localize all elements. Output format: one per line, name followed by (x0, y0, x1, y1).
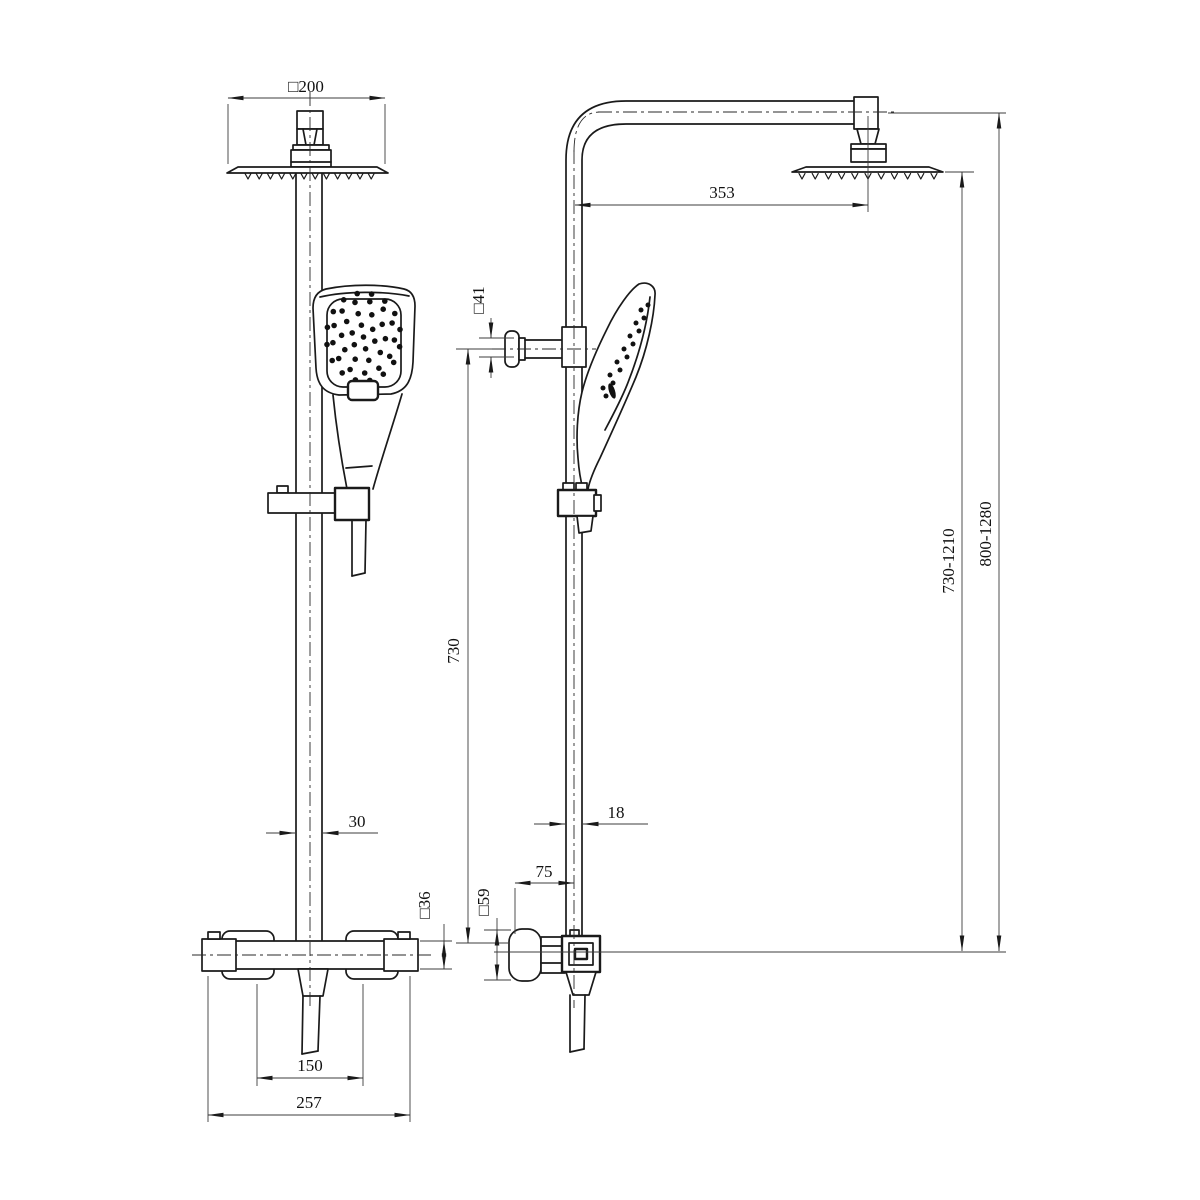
dim-valve-body-size: □36 (415, 891, 452, 970)
riser-pipe-side (565, 100, 855, 938)
dim-pipe-depth: 18 (534, 803, 648, 827)
hand-shower-holder-side (556, 482, 602, 534)
dim-label-arm-reach: 353 (709, 183, 735, 202)
dim-label-inlet-spacing: 150 (297, 1056, 323, 1075)
dim-wall-distance: 75 (514, 862, 575, 934)
dim-label-head-width: □200 (288, 77, 324, 96)
dim-label-escutcheon-size: □59 (474, 888, 493, 915)
hand-shower-holder-front (267, 485, 371, 522)
shower-arm-joint-side (850, 96, 887, 163)
dim-label-height-to-head: 730-1210 (939, 528, 958, 593)
dim-height-to-arm: 800-1280 (888, 112, 1006, 952)
side-view: 353 □41 730 18 75 (444, 96, 1006, 1053)
hand-shower-front (312, 284, 416, 490)
rain-shower-head-front (226, 166, 389, 180)
dim-head-width: □200 (227, 77, 386, 164)
dim-label-bracket-size: □41 (469, 286, 488, 313)
dim-escutcheon-size: □59 (474, 888, 511, 981)
dim-valve-width: 257 (207, 976, 411, 1122)
hand-shower-side (576, 282, 656, 490)
shower-rail-front (295, 172, 323, 942)
dim-label-valve-body-size: □36 (415, 891, 434, 918)
spray-nozzle-dots-side (600, 302, 651, 399)
ceiling-joint-front (290, 110, 332, 168)
hose-outlet (297, 968, 329, 997)
dim-label-valve-width: 257 (296, 1093, 322, 1112)
thermostatic-valve-side (508, 928, 602, 1053)
front-view: □200 30 □36 150 257 (192, 77, 452, 1122)
wall-escutcheon-side (508, 928, 542, 982)
nozzle-ticks-front (244, 172, 375, 180)
dim-label-pipe-depth: 18 (608, 803, 625, 822)
dim-height-to-head: 730-1210 (939, 171, 974, 952)
spray-mode-button (346, 379, 380, 402)
dim-arm-reach: 353 (574, 116, 869, 212)
dim-label-pipe-width-front: 30 (349, 812, 366, 831)
dim-rail-length: 730 (444, 348, 508, 944)
dim-inlet-spacing: 150 (256, 984, 364, 1086)
dim-label-rail-length: 730 (444, 638, 463, 664)
dim-label-height-to-arm: 800-1280 (976, 501, 995, 566)
dim-pipe-width-front: 30 (266, 812, 378, 836)
shower-hose-front (351, 519, 367, 577)
dim-bracket-size: □41 (469, 286, 514, 378)
spray-mode-button-side (608, 383, 616, 399)
valve-body-side (560, 934, 602, 974)
centerline-bend-side (573, 111, 601, 153)
hose-outlet-side (565, 971, 597, 996)
spray-nozzle-dots-front (324, 290, 403, 384)
rain-shower-head-side (791, 166, 944, 180)
dim-label-wall-distance: 75 (536, 862, 553, 881)
